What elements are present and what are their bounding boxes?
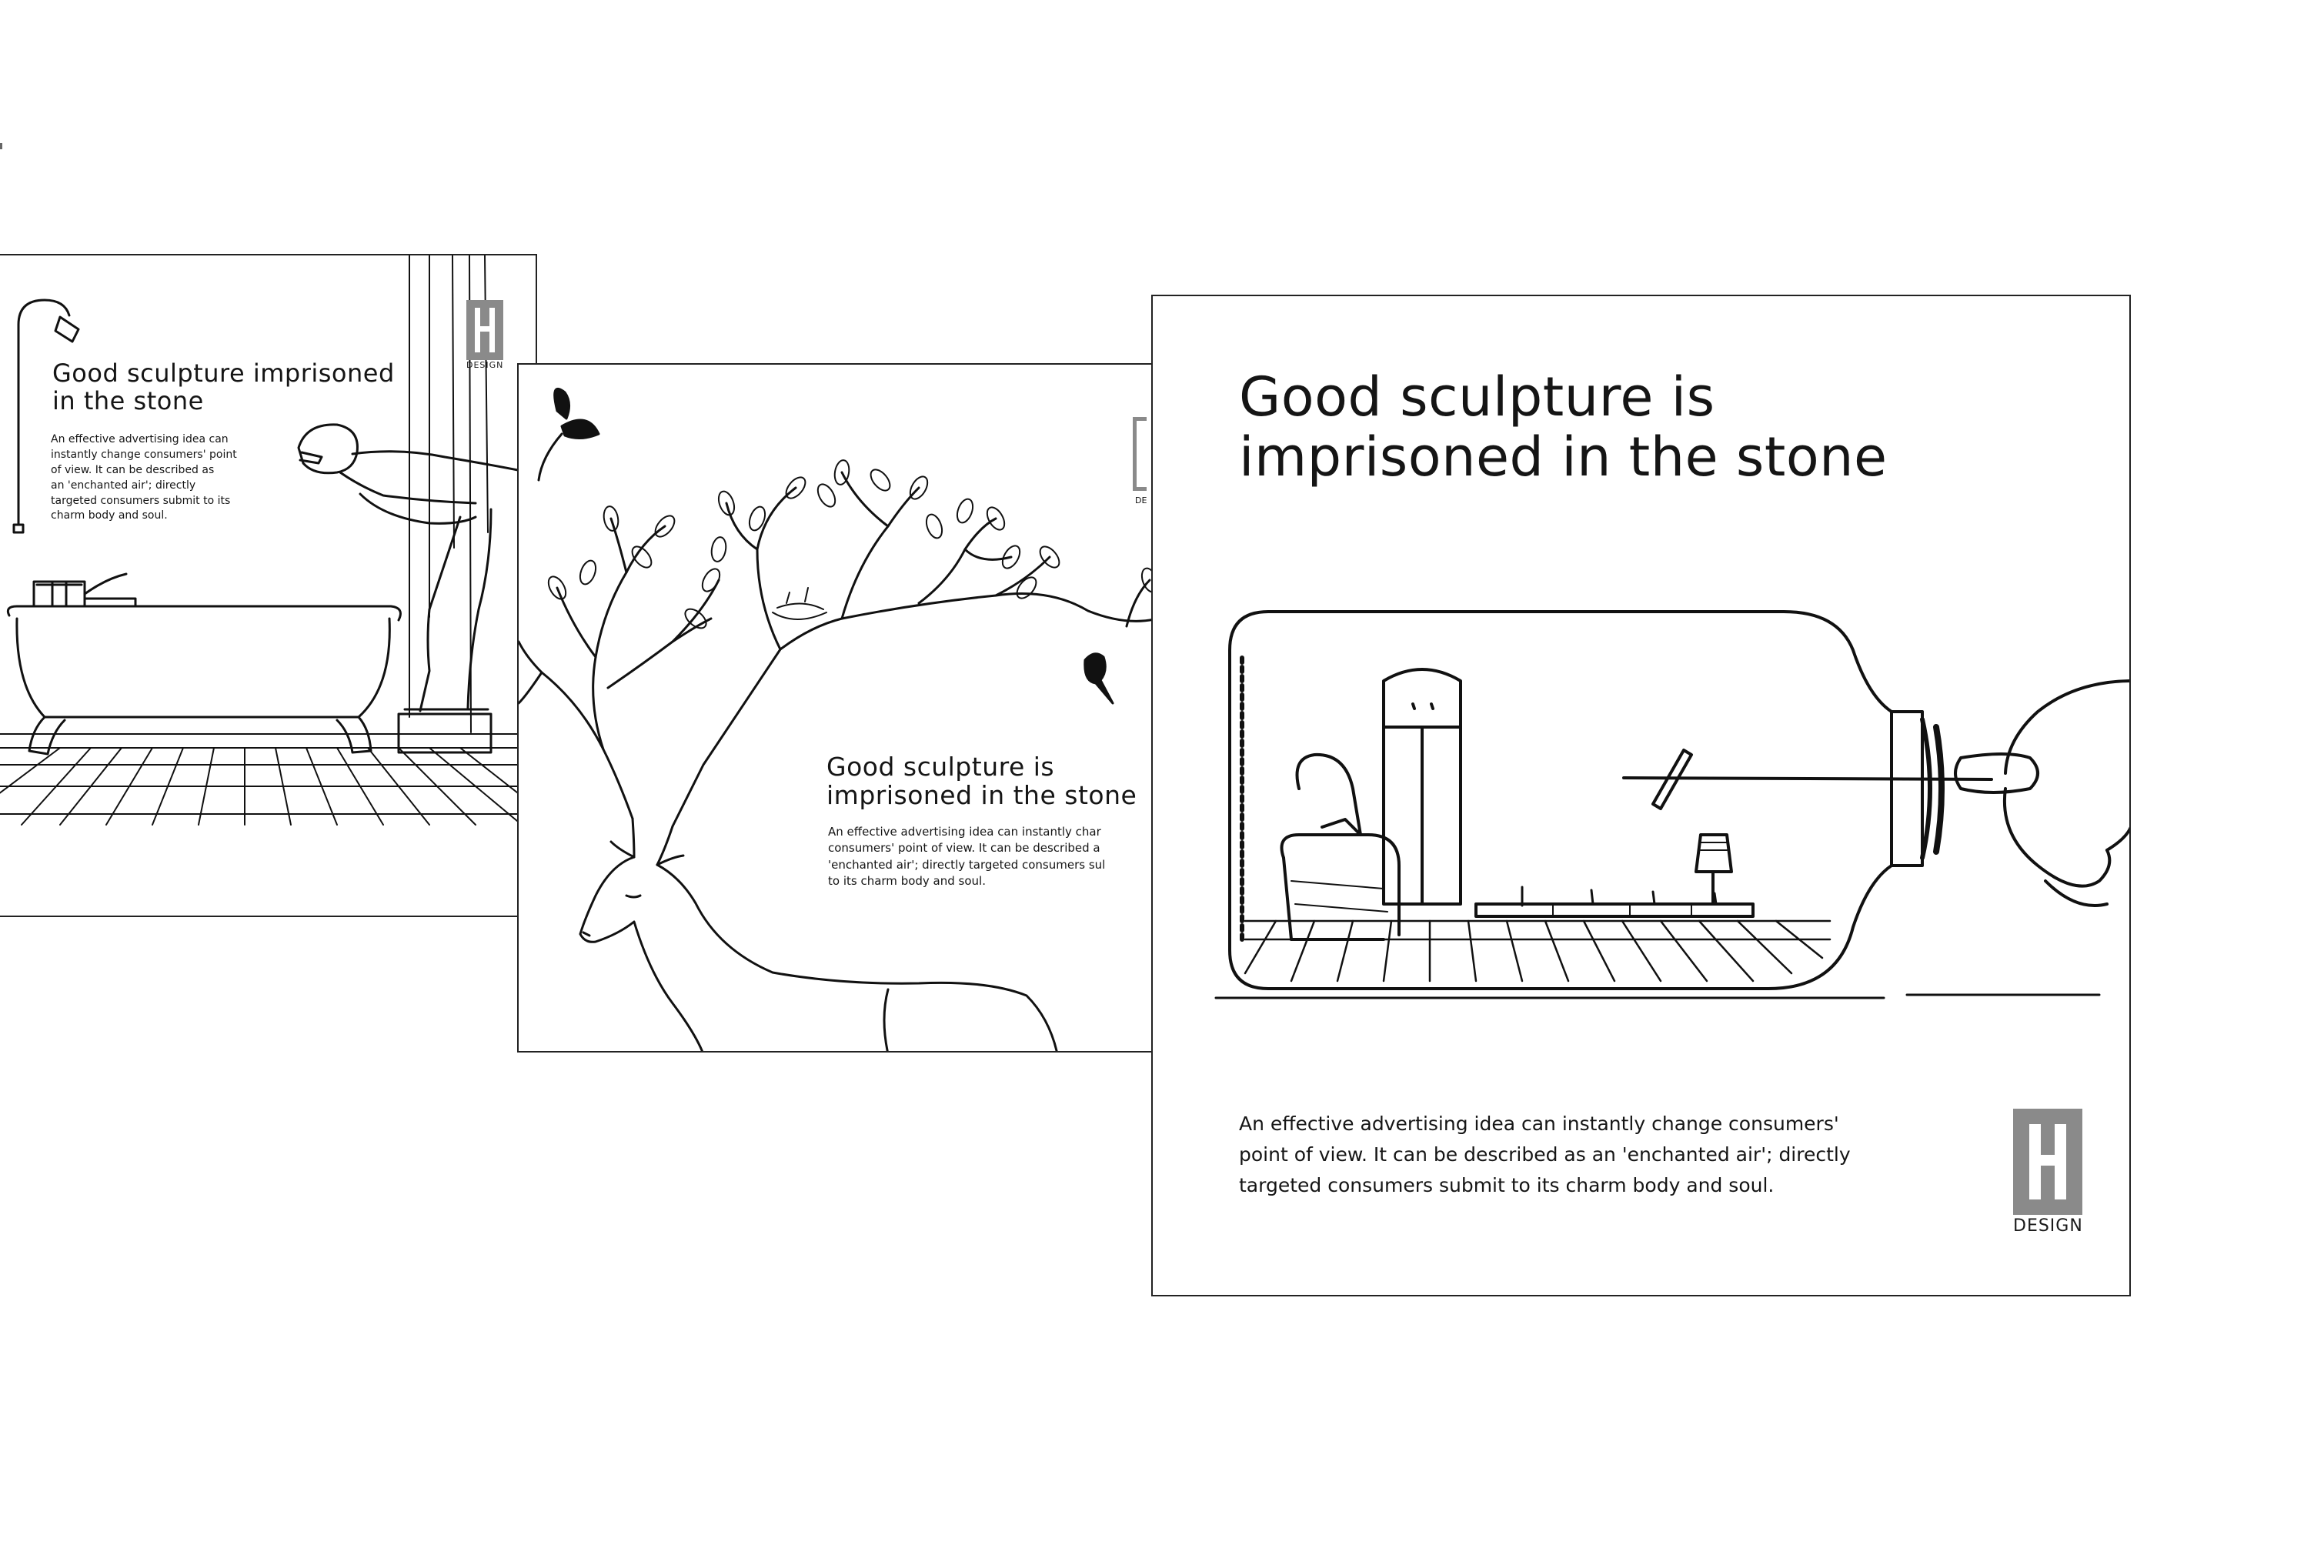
butterfly-icon xyxy=(537,388,600,482)
headline: Good sculpture is imprisoned in the ston… xyxy=(826,752,1154,810)
body-line: An effective advertising idea can xyxy=(51,433,229,445)
h-logo-icon xyxy=(2013,1109,2083,1215)
floor-icon xyxy=(0,733,536,826)
floor-icon xyxy=(1244,919,1831,983)
headline-line-2: imprisoned in the stone xyxy=(1239,425,1888,489)
h-design-logo: DESIGN xyxy=(2013,1109,2083,1236)
ad-card-bottle: Good sculpture is imprisoned in the ston… xyxy=(1151,295,2131,1296)
bath-illustration xyxy=(0,255,536,826)
deer-illustration xyxy=(519,388,1154,1051)
basket-icon xyxy=(32,580,86,608)
body-line: targeted consumers submit to its charm b… xyxy=(1239,1174,1775,1196)
h-design-logo: DESIGN xyxy=(466,300,504,370)
body-line: charm body and soul. xyxy=(51,509,168,522)
hand-icon xyxy=(1954,679,2129,907)
body-line: An effective advertising idea can instan… xyxy=(1239,1113,1839,1135)
body-line: an 'enchanted air'; directly xyxy=(51,479,196,492)
leaves-icon xyxy=(547,459,1154,629)
body-line: consumers' point of view. It can be desc… xyxy=(828,841,1100,856)
logo-word: DESIGN xyxy=(2013,1216,2083,1236)
lamp-icon xyxy=(1695,833,1733,906)
body-copy: An effective advertising idea can instan… xyxy=(51,432,259,524)
bird-icon xyxy=(1084,652,1114,705)
body-copy: An effective advertising idea can instan… xyxy=(1239,1109,1932,1201)
headline-line-1: Good sculpture is xyxy=(1239,365,1715,429)
logo-word: DESIGN xyxy=(466,360,504,370)
body-line: instantly change consumers' point xyxy=(51,448,237,461)
swimmer-icon xyxy=(297,423,523,712)
headline-line-2: imprisoned in the stone xyxy=(826,779,1137,810)
logo-word: DE xyxy=(1135,495,1147,505)
bathtub-icon xyxy=(6,605,402,756)
ad-card-deer: Good sculpture is imprisoned in the ston… xyxy=(517,363,1156,1053)
crossbar-icon xyxy=(1651,749,1693,810)
body-line: of view. It can be described as xyxy=(51,463,215,476)
body-line: to its charm body and soul. xyxy=(828,873,986,888)
headline-line-1: Good sculpture is xyxy=(826,752,1055,782)
headline: Good sculpture is imprisoned in the ston… xyxy=(1239,367,1993,488)
stray-mark xyxy=(0,143,2,149)
body-copy: An effective advertising idea can instan… xyxy=(828,824,1154,889)
tree-antlers-icon xyxy=(519,471,1154,828)
headline-line-2: in the stone xyxy=(52,385,204,415)
cabinet-icon xyxy=(1474,886,1755,918)
body-line: targeted consumers submit to its xyxy=(51,494,231,507)
wardrobe-icon xyxy=(1382,668,1462,906)
nest-icon xyxy=(772,587,827,620)
deer-icon xyxy=(579,817,1058,1051)
body-line: 'enchanted air'; directly targeted consu… xyxy=(828,857,1106,872)
h-logo-icon-cropped xyxy=(1133,417,1147,491)
bottle-icon xyxy=(1228,610,1945,990)
body-line: An effective advertising idea can instan… xyxy=(828,825,1101,839)
ad-card-bath: Good sculpture imprisoned in the stone A… xyxy=(0,254,537,917)
bottle-illustration xyxy=(1214,610,2129,999)
h-logo-icon xyxy=(466,300,504,360)
body-line: point of view. It can be described as an… xyxy=(1239,1143,1851,1166)
armchair-icon xyxy=(1280,752,1401,941)
headline-line-1: Good sculpture imprisoned xyxy=(52,359,395,388)
shower-icon xyxy=(12,299,80,534)
headline: Good sculpture imprisoned in the stone xyxy=(52,359,422,415)
